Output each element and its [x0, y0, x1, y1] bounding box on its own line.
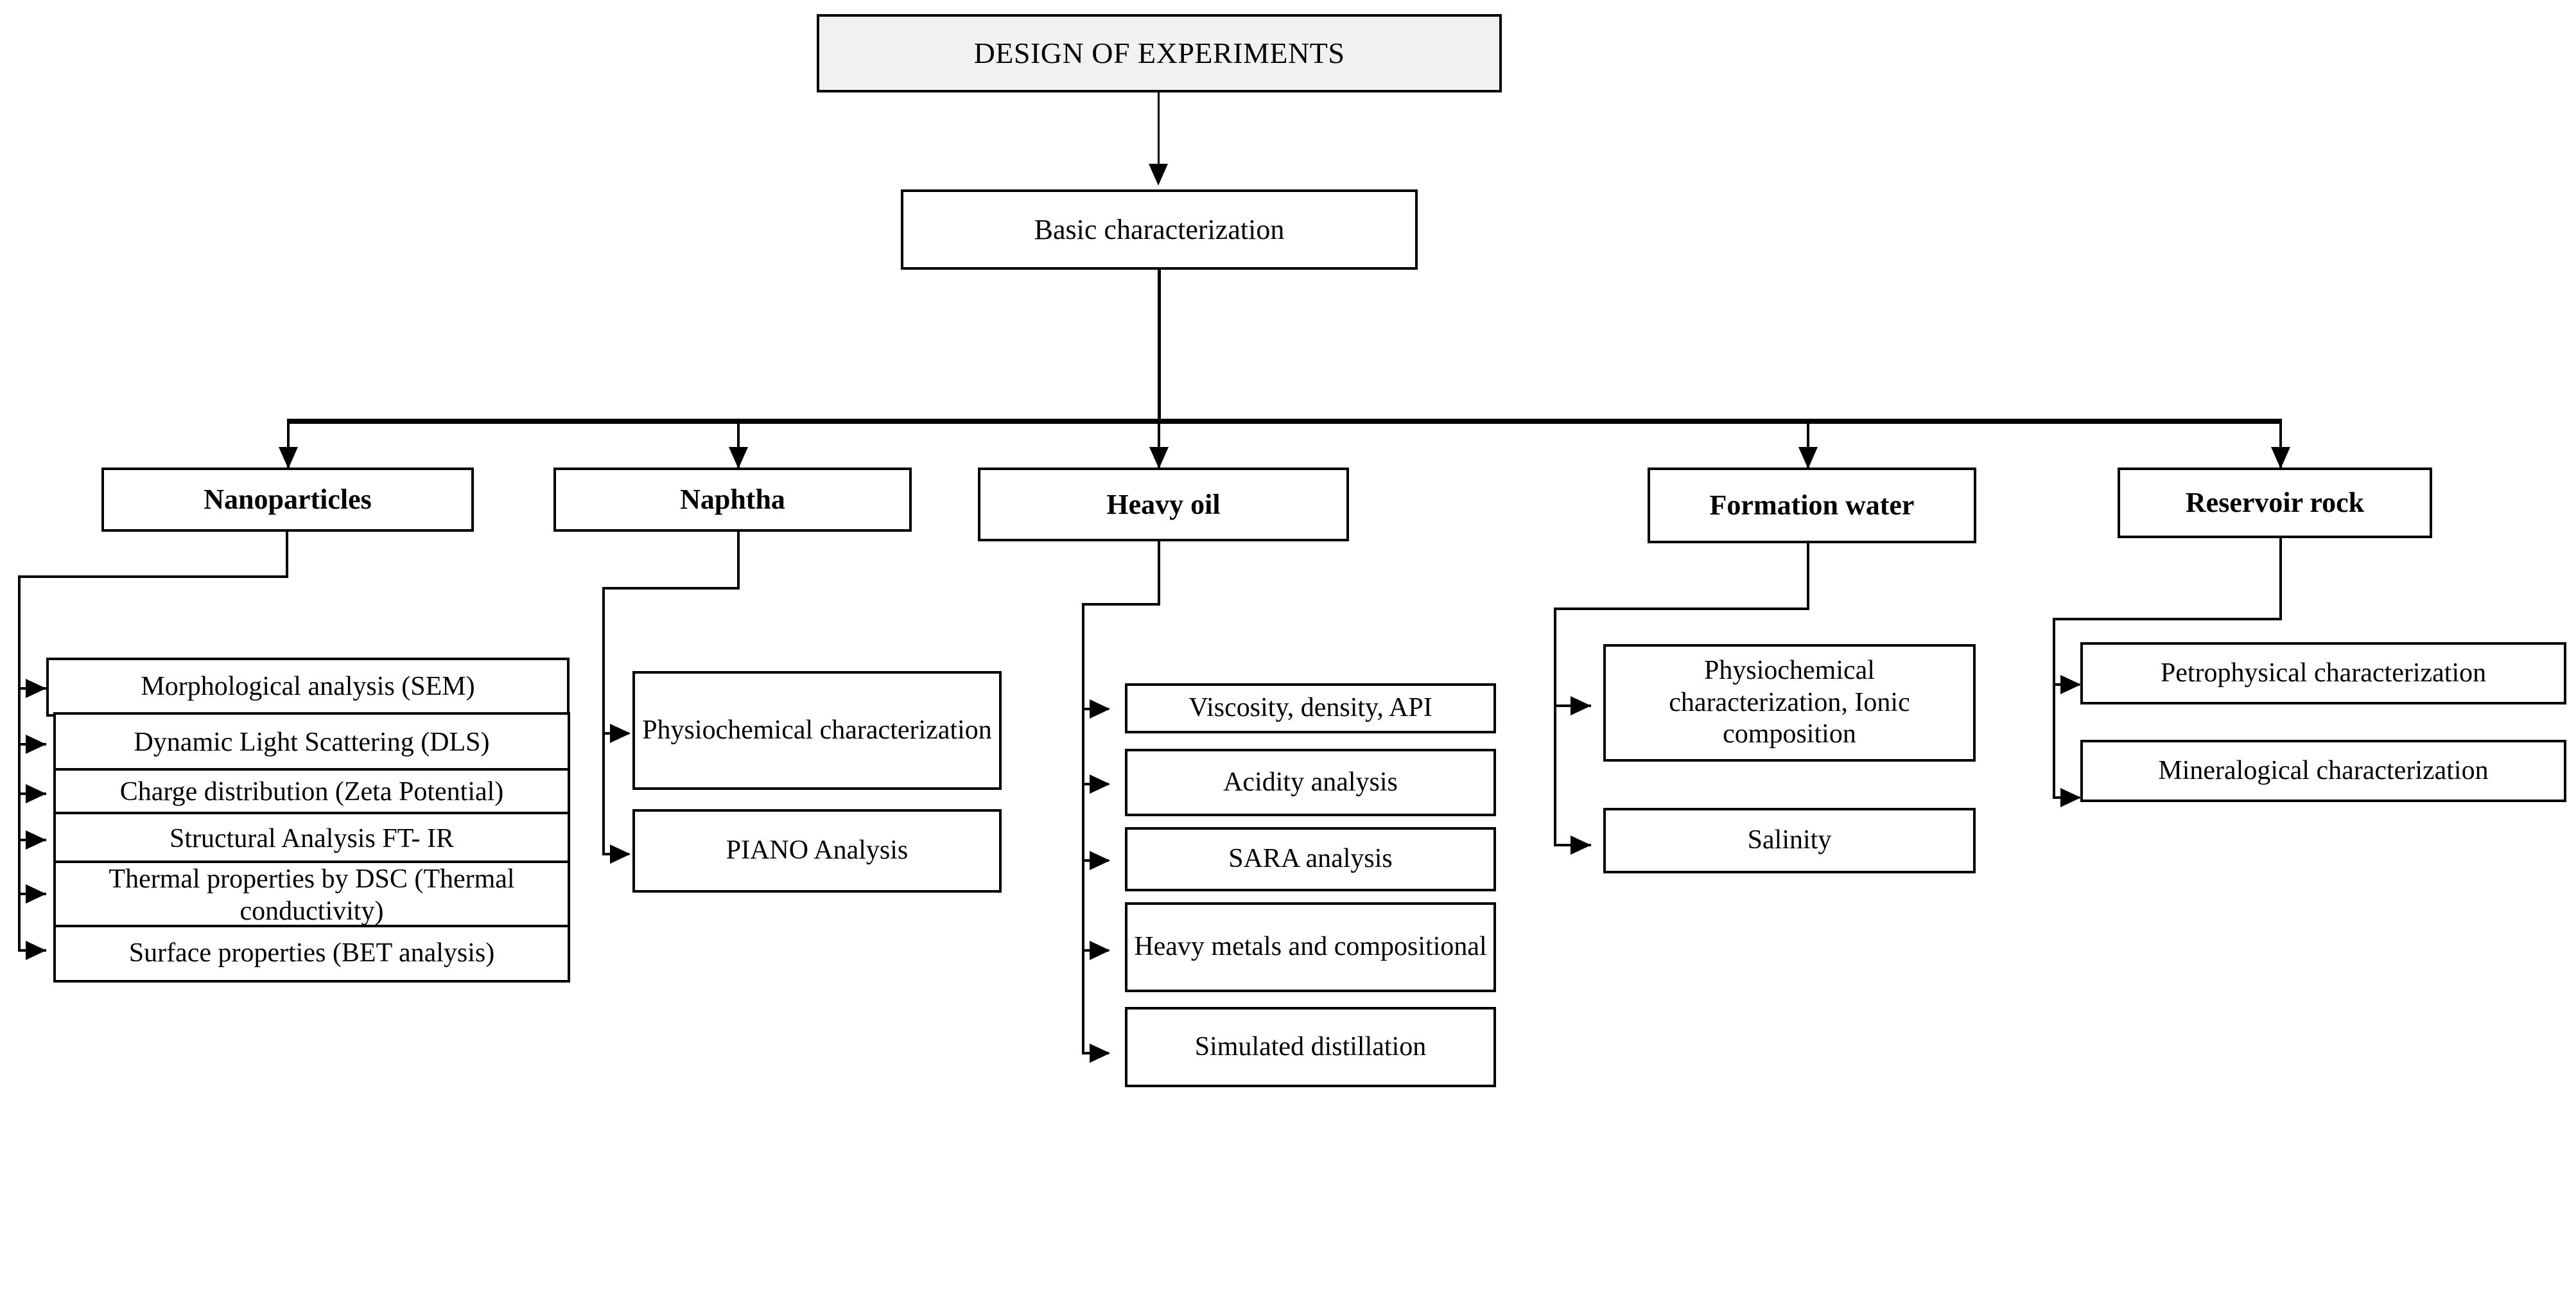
leaf-heavyoil-acidity-analysis: Acidity analysis [1125, 749, 1496, 816]
arrowhead-formation-water [1798, 447, 1818, 469]
arrowhead-heavyoil-2 [1090, 774, 1110, 794]
arrowhead-resrock-2 [2060, 788, 2081, 807]
arrowhead-nanoparticles [279, 447, 298, 469]
node-category-nanoparticles: Nanoparticles [101, 468, 474, 532]
naphtha-stem-horizontal [602, 587, 740, 590]
arrowhead-naphtha-2 [610, 844, 631, 864]
node-category-formation-water: Formation water [1648, 468, 1976, 543]
node-category-naphtha: Naphtha [553, 468, 912, 532]
nano-spine [18, 575, 21, 949]
leaf-nano-morphological-analysis: Morphological analysis (SEM) [46, 658, 570, 717]
arrowhead-nano-6 [26, 941, 46, 960]
formwater-spine [1554, 608, 1556, 846]
arrowhead-heavyoil-4 [1090, 941, 1110, 960]
resrock-stem-horizontal [2053, 618, 2282, 620]
leaf-heavyoil-heavy-metals-compositional: Heavy metals and compositional [1125, 902, 1496, 992]
heavyoil-stem-horizontal [1082, 603, 1160, 606]
bus-drop-heavy-oil [1158, 419, 1160, 469]
leaf-nano-dynamic-light-scattering: Dynamic Light Scattering (DLS) [53, 712, 570, 774]
leaf-formwater-physiochemical-ionic-composition: Physiochemical characterization, Ionic c… [1603, 644, 1976, 762]
arrowhead-nano-4 [26, 830, 46, 850]
arrowhead-naphtha-1 [610, 724, 631, 743]
bus-drop-naphtha [737, 419, 740, 469]
node-basic-characterization: Basic characterization [901, 189, 1418, 270]
node-category-reservoir-rock: Reservoir rock [2118, 468, 2432, 538]
leaf-nano-surface-properties: Surface properties (BET analysis) [53, 925, 570, 983]
bus-drop-nanoparticles [287, 419, 290, 469]
arrowhead-nano-5 [26, 884, 46, 904]
leaf-heavyoil-viscosity-density-api: Viscosity, density, API [1125, 683, 1496, 733]
arrowhead-nano-2 [26, 735, 46, 754]
connector-basic-to-bus [1158, 270, 1161, 423]
formwater-stem-horizontal [1554, 608, 1809, 610]
naphtha-stem-vertical [737, 532, 740, 590]
leaf-nano-structural-analysis: Structural Analysis FT- IR [53, 812, 570, 866]
arrowhead-resrock-1 [2060, 675, 2081, 694]
node-category-heavy-oil: Heavy oil [978, 468, 1349, 541]
leaf-naphtha-physiochemical-characterization: Physiochemical characterization [632, 671, 1002, 790]
leaf-naphtha-piano-analysis: PIANO Analysis [632, 809, 1002, 893]
node-design-of-experiments: DESIGN OF EXPERIMENTS [817, 14, 1502, 92]
arrowhead-formwater-1 [1571, 696, 1591, 715]
arrowhead-heavyoil-3 [1090, 851, 1110, 870]
leaf-formwater-salinity: Salinity [1603, 808, 1976, 873]
leaf-heavyoil-sara-analysis: SARA analysis [1125, 827, 1496, 891]
leaf-nano-thermal-properties: Thermal properties by DSC (Thermal condu… [53, 861, 570, 931]
connector-root-to-basic [1158, 92, 1160, 170]
nano-stem-vertical [286, 532, 288, 578]
arrowhead-nano-3 [26, 784, 46, 803]
formwater-stem-vertical [1807, 543, 1809, 610]
arrowhead-reservoir-rock [2271, 447, 2290, 469]
resrock-spine [2053, 618, 2055, 799]
arrowhead-heavyoil-5 [1090, 1044, 1110, 1063]
bus-drop-reservoir-rock [2279, 419, 2282, 469]
arrowhead-root-to-basic [1149, 164, 1168, 186]
nano-stem-horizontal [18, 575, 288, 578]
arrowhead-heavyoil-1 [1090, 699, 1110, 719]
heavyoil-spine [1082, 603, 1084, 1054]
leaf-nano-charge-distribution: Charge distribution (Zeta Potential) [53, 768, 570, 817]
arrowhead-nano-1 [26, 679, 46, 698]
heavyoil-stem-vertical [1158, 541, 1160, 606]
arrowhead-heavy-oil [1149, 447, 1169, 469]
arrowhead-formwater-2 [1571, 835, 1591, 855]
resrock-stem-vertical [2279, 538, 2282, 620]
leaf-resrock-mineralogical-characterization: Mineralogical characterization [2080, 740, 2566, 802]
leaf-resrock-petrophysical-characterization: Petrophysical characterization [2080, 642, 2566, 704]
arrowhead-naphtha [729, 447, 748, 469]
leaf-heavyoil-simulated-distillation: Simulated distillation [1125, 1007, 1496, 1087]
naphtha-spine [602, 587, 605, 855]
distribution-bus [287, 419, 2282, 424]
bus-drop-formation-water [1807, 419, 1809, 469]
